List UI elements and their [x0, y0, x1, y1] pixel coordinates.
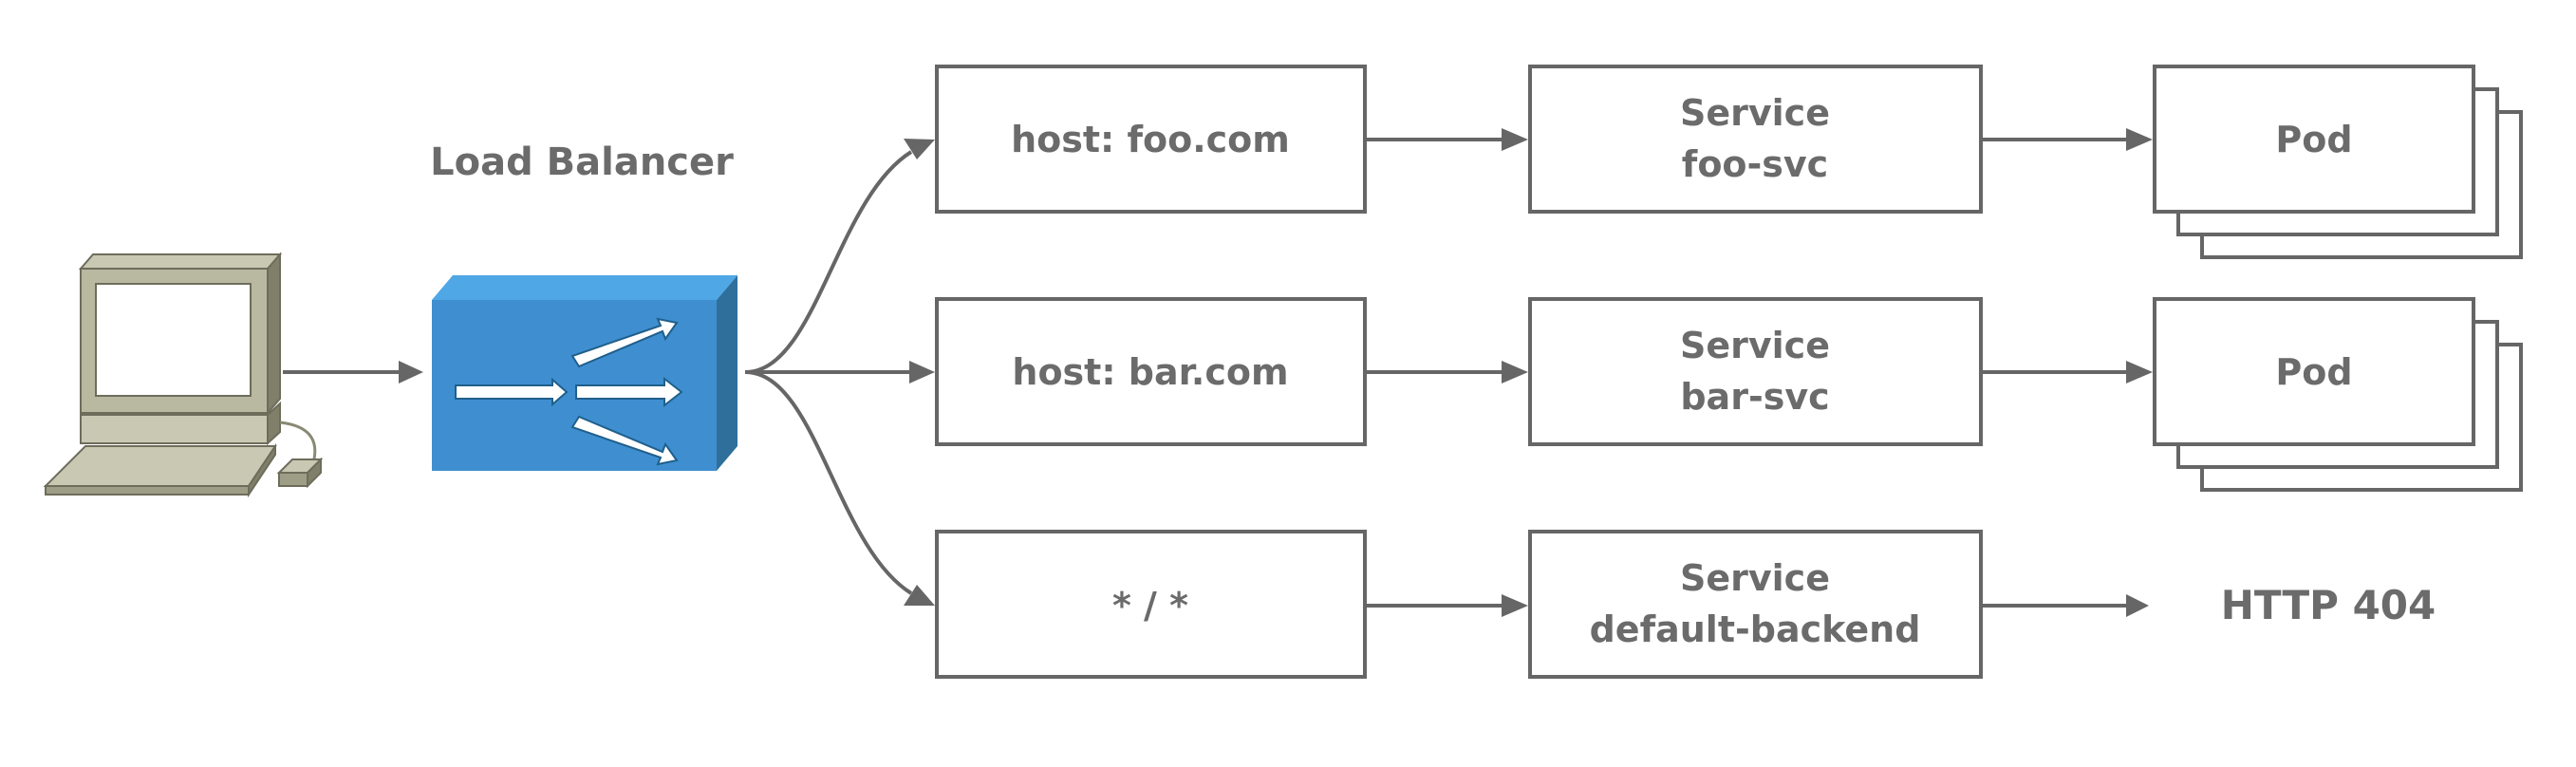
rule-box-bar: host: bar.com: [935, 297, 1367, 446]
rule-label: host: foo.com: [1011, 119, 1290, 160]
service-box-foo: Service foo-svc: [1528, 65, 1983, 214]
edge-lb-to-rule-default: [744, 370, 935, 606]
edge-svc-foo-to-pod: [1982, 128, 2153, 151]
service-box-bar: Service bar-svc: [1528, 297, 1983, 446]
service-title: Service: [1680, 325, 1830, 366]
service-name: foo-svc: [1682, 143, 1828, 185]
edge-rule-default-to-svc: [1367, 594, 1528, 617]
service-name: default-backend: [1590, 608, 1921, 650]
edge-lb-to-rule-foo: [744, 139, 935, 374]
edge-rule-bar-to-svc: [1367, 361, 1528, 384]
edge-client-to-lb: [283, 361, 423, 384]
pod-label: Pod: [2275, 119, 2352, 160]
pod-label: Pod: [2275, 351, 2352, 393]
rule-label: * / *: [1112, 585, 1188, 627]
service-box-default: Service default-backend: [1528, 530, 1983, 679]
load-balancer-icon: [432, 275, 737, 471]
edge-svc-bar-to-pod: [1982, 361, 2153, 384]
service-title: Service: [1680, 92, 1830, 134]
service-name: bar-svc: [1680, 376, 1829, 418]
load-balancer-label: Load Balancer: [430, 140, 734, 184]
pod-stack-bar: Pod: [2153, 297, 2523, 492]
edge-rule-foo-to-svc: [1367, 128, 1528, 151]
service-title: Service: [1680, 557, 1830, 599]
rule-label: host: bar.com: [1012, 351, 1288, 393]
computer-icon: [43, 252, 324, 498]
edge-svc-default-to-404: [1982, 594, 2149, 617]
pod-stack-foo: Pod: [2153, 65, 2523, 259]
edge-lb-to-rule-bar: [745, 361, 935, 384]
http-404-label: HTTP 404: [2221, 582, 2436, 628]
rule-box-default: * / *: [935, 530, 1367, 679]
rule-box-foo: host: foo.com: [935, 65, 1367, 214]
